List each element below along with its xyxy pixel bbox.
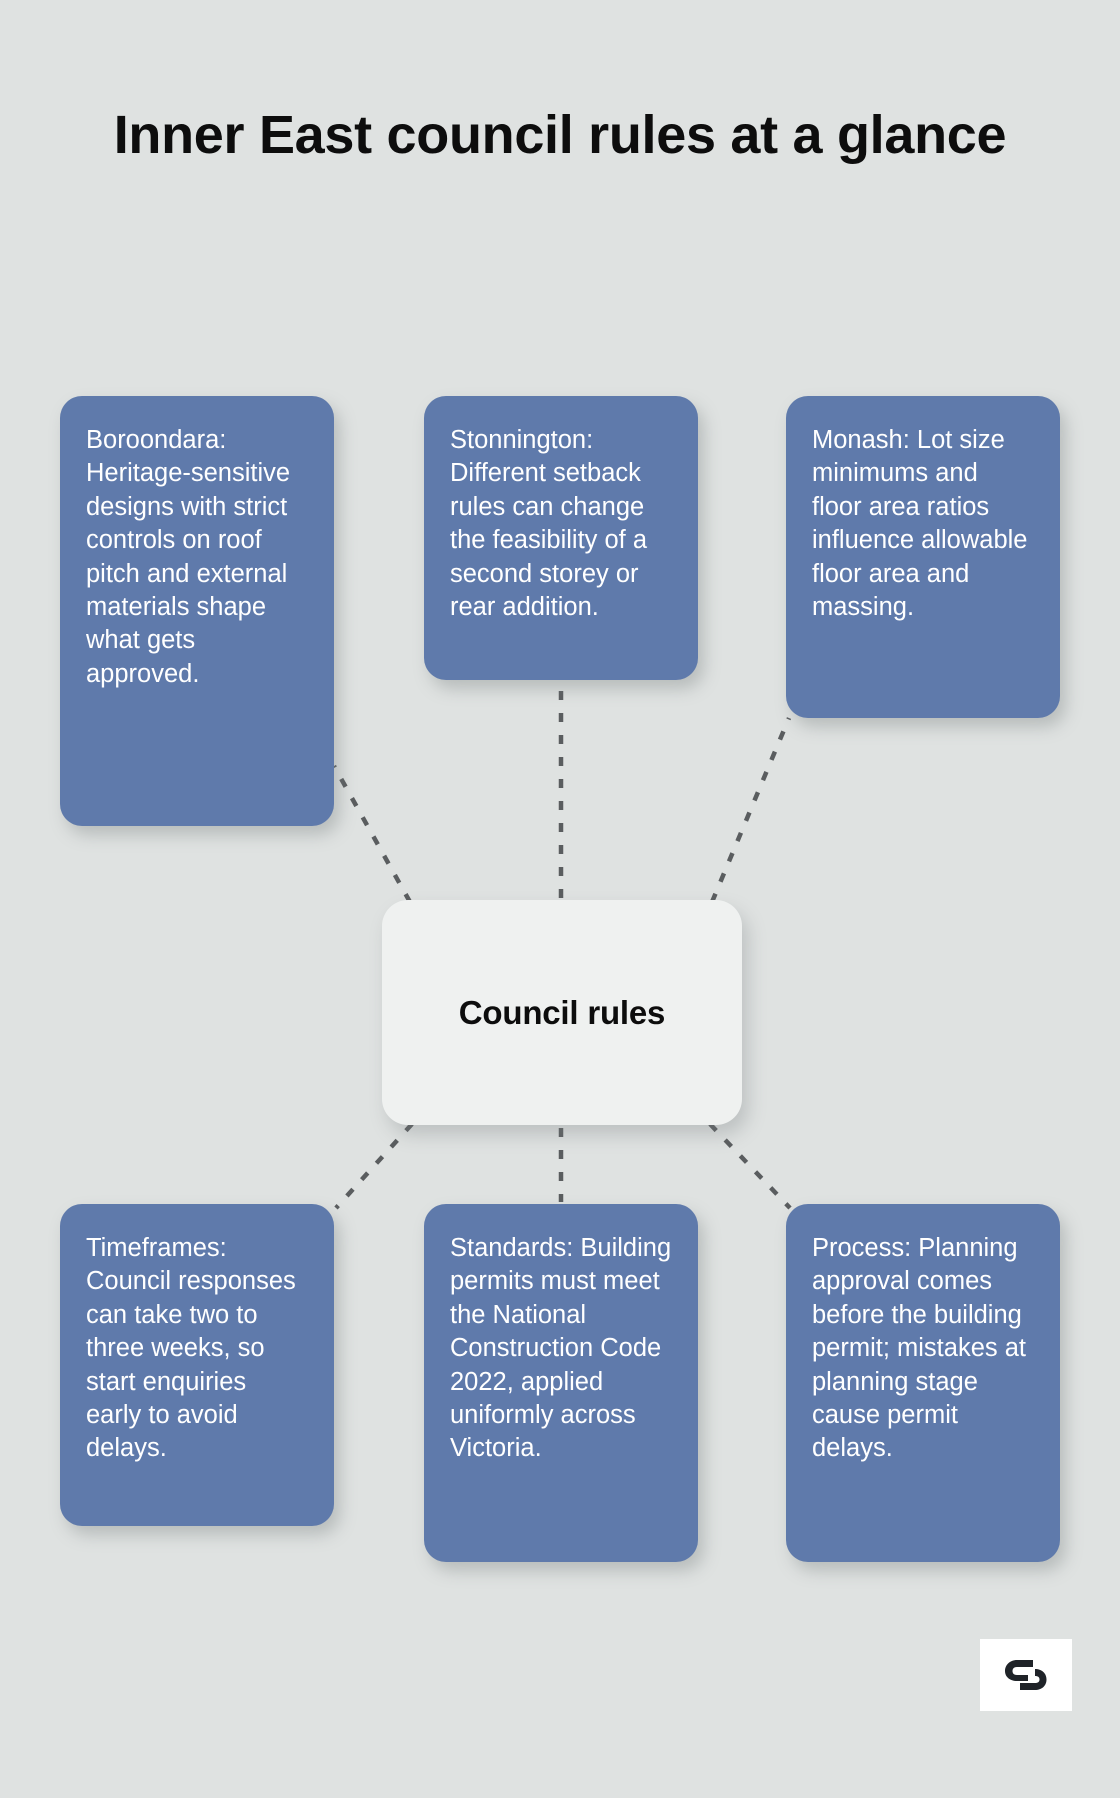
card-process[interactable]: Process: Planning approval comes before … — [786, 1204, 1060, 1562]
card-timeframes[interactable]: Timeframes: Council responses can take t… — [60, 1204, 334, 1526]
card-standards[interactable]: Standards: Building permits must meet th… — [424, 1204, 698, 1562]
center-node[interactable]: Council rules — [382, 900, 742, 1125]
logo-badge[interactable] — [980, 1639, 1072, 1711]
card-timeframes-text: Timeframes: Council responses can take t… — [86, 1234, 296, 1463]
connector-center-boroondara — [332, 764, 412, 904]
connector-center-timeframes — [334, 1122, 414, 1210]
page-title: Inner East council rules at a glance — [113, 105, 1007, 165]
card-boroondara-text: Boroondara: Heritage-sensitive designs w… — [86, 426, 291, 688]
connector-center-process — [708, 1122, 792, 1210]
card-process-text: Process: Planning approval comes before … — [812, 1234, 1026, 1463]
card-standards-text: Standards: Building permits must meet th… — [450, 1234, 672, 1463]
card-stonnington[interactable]: Stonnington: Different setback rules can… — [424, 396, 698, 680]
connector-center-monash — [709, 717, 792, 903]
card-stonnington-text: Stonnington: Different setback rules can… — [450, 426, 648, 621]
card-boroondara[interactable]: Boroondara: Heritage-sensitive designs w… — [60, 396, 334, 826]
card-monash-text: Monash: Lot size minimums and floor area… — [812, 426, 1028, 621]
s-monogram-logo-icon — [1005, 1660, 1047, 1690]
card-monash[interactable]: Monash: Lot size minimums and floor area… — [786, 396, 1060, 718]
center-node-label: Council rules — [458, 993, 666, 1031]
